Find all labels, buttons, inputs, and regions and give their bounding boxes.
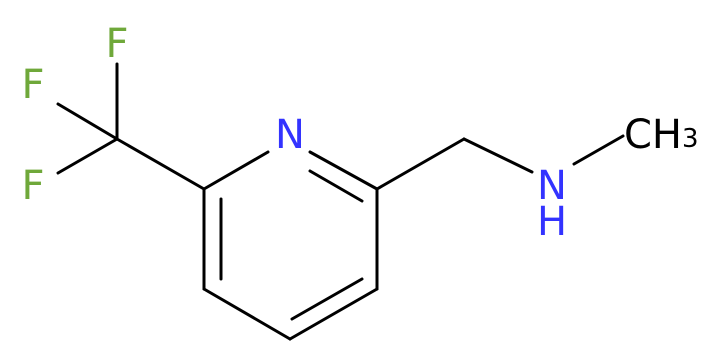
atom-label-f1: F (105, 21, 128, 67)
bond-n1-c2-inner (308, 169, 364, 203)
atom-label-amine-nitrogen: N (537, 163, 567, 209)
bond-c4-c5 (202, 287, 292, 341)
atom-label-methyl: CH3 (624, 112, 699, 158)
atom-label-f3: F (21, 163, 44, 209)
bond-ch2-nh (462, 137, 534, 174)
bond-c3-c4 (288, 287, 379, 341)
bond-cf3-ring (115, 137, 206, 191)
bond-n1-c2 (308, 150, 379, 191)
atom-label-f2: F (21, 62, 44, 108)
bond-c2-ch2 (375, 137, 466, 191)
bonds (56, 62, 625, 341)
methyl-subscript: 3 (682, 124, 699, 154)
atom-label-ring-nitrogen: N (275, 112, 305, 158)
bond-cf3-f3 (56, 137, 119, 175)
atom-label-amine-hydrogen: H (537, 199, 567, 245)
bond-c3-c4-inner (290, 277, 364, 321)
bond-c6-n1 (202, 150, 270, 191)
bond-cf3-f2 (56, 102, 119, 141)
bond-nh-ch3 (572, 134, 625, 166)
methyl-ch-text: CH (624, 112, 682, 158)
